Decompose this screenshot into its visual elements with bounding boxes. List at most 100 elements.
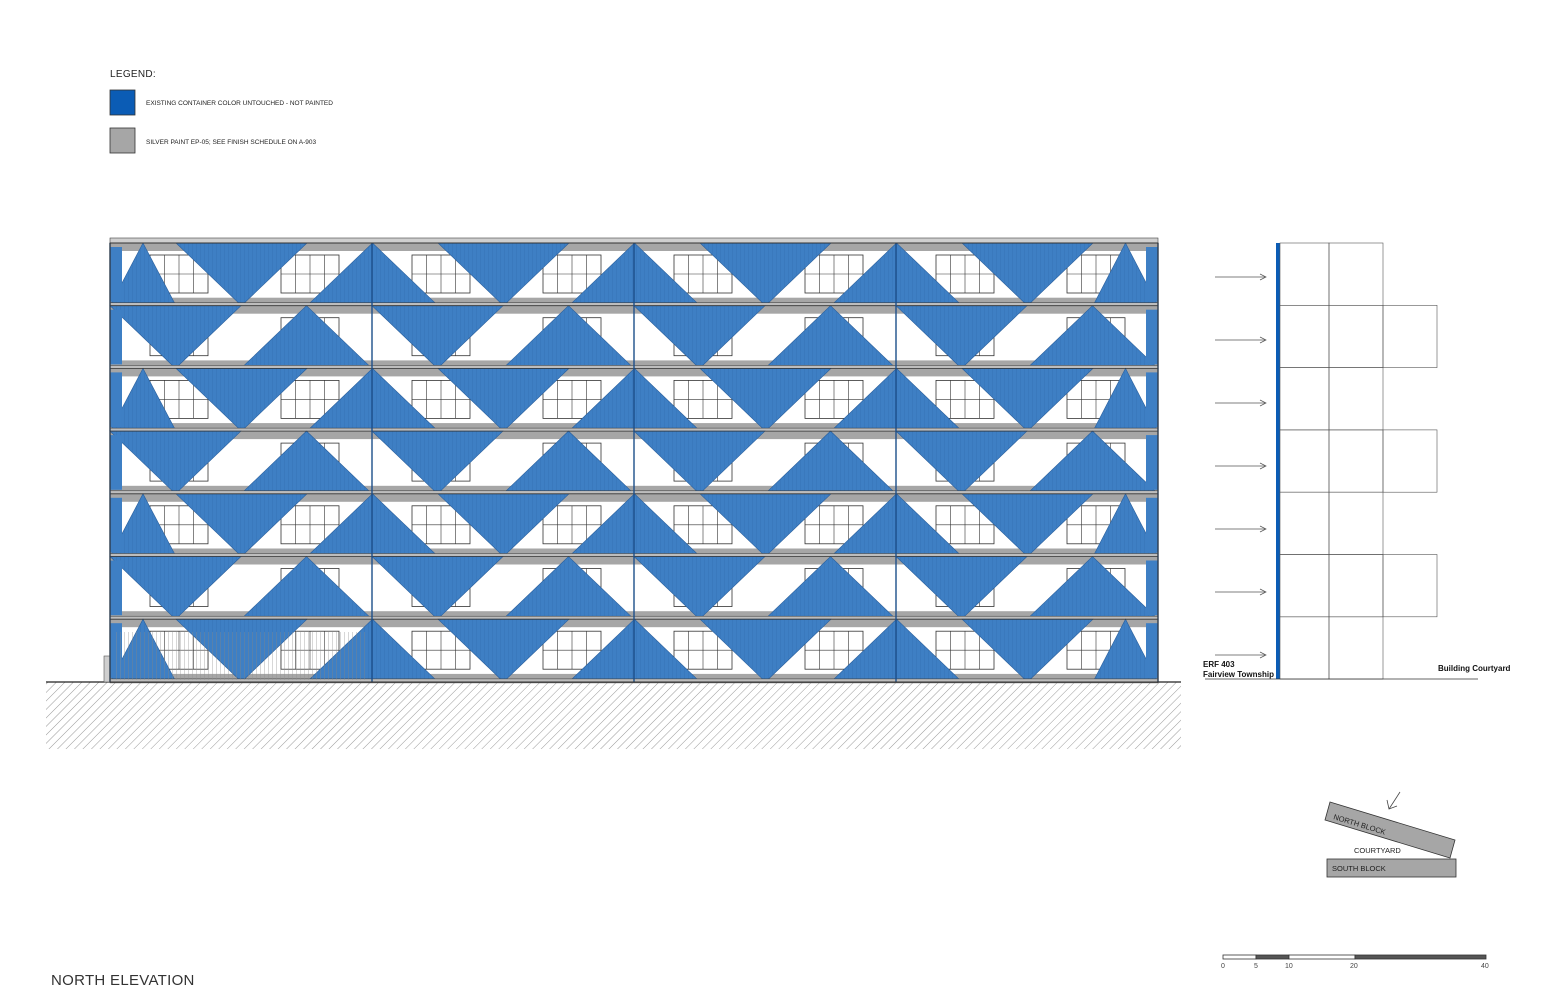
panel-ribs <box>1093 493 1158 557</box>
arrow-head <box>1259 273 1267 281</box>
section-cell <box>1382 429 1438 493</box>
panel-ribs <box>634 431 765 494</box>
legend-swatch-silver <box>109 127 136 154</box>
container-rows <box>109 242 1159 684</box>
section-right-label: Building Courtyard <box>1438 664 1511 673</box>
panel-ribs <box>176 243 307 306</box>
south-block-label: SOUTH BLOCK <box>1332 864 1386 873</box>
section-cell <box>1328 367 1384 431</box>
arrow-icon <box>1215 399 1267 407</box>
panel-ribs <box>700 493 831 557</box>
ground-hatch <box>46 682 1181 749</box>
panel-ribs <box>503 556 634 620</box>
end-strip-right <box>1146 435 1158 490</box>
courtyard-label: COURTYARD <box>1354 846 1401 855</box>
panel-ribs <box>110 368 176 432</box>
arrow-icon <box>1215 525 1267 533</box>
end-strip-left <box>110 435 122 490</box>
end-strip-right <box>1146 623 1158 678</box>
panel-ribs <box>962 368 1093 432</box>
panel-ribs <box>700 368 831 432</box>
panel-ribs <box>438 493 569 557</box>
section-cell <box>1328 616 1384 680</box>
window <box>673 254 733 294</box>
panel-ribs <box>896 305 1027 369</box>
legend-label-blue: EXISTING CONTAINER COLOR UNTOUCHED - NOT… <box>146 100 333 107</box>
scale-tick-5: 5 <box>1254 963 1258 970</box>
panel-ribs <box>634 305 765 369</box>
section-cell <box>1279 616 1330 680</box>
section-grid <box>1279 242 1438 680</box>
plinth-left <box>103 655 111 683</box>
window <box>280 505 340 545</box>
panel-ribs <box>438 368 569 432</box>
north-block-shape <box>1324 801 1456 859</box>
panel-ribs <box>962 493 1093 557</box>
end-strip-right <box>1146 497 1158 553</box>
panel-ribs <box>176 368 307 432</box>
end-strip-left <box>110 247 122 302</box>
panel-ribs <box>962 619 1093 682</box>
arrow-head <box>1259 525 1267 533</box>
section-cell <box>1279 242 1330 306</box>
south-block-shape <box>1326 858 1457 878</box>
panel-ribs <box>634 556 765 620</box>
arrow-head <box>1259 462 1267 470</box>
scale-seg-4 <box>1354 954 1487 960</box>
arrow-icon <box>1215 462 1267 470</box>
arrow-icon <box>1215 336 1267 344</box>
arrow-head <box>1259 588 1267 596</box>
panel-ribs <box>896 556 1027 620</box>
legend: LEGEND: EXISTING CONTAINER COLOR UNTOUCH… <box>109 69 333 154</box>
panel-ribs <box>110 243 176 306</box>
legend-title: LEGEND: <box>110 69 156 80</box>
panel-ribs <box>962 243 1093 306</box>
panel-ribs <box>176 493 307 557</box>
section-cell <box>1328 554 1384 618</box>
section-cell <box>1328 429 1384 493</box>
panel-ribs <box>1027 431 1158 494</box>
section-cell <box>1382 304 1438 368</box>
section-cell <box>1279 429 1330 493</box>
scale-tick-0: 0 <box>1221 963 1225 970</box>
section-cell <box>1279 367 1330 431</box>
end-strip-left <box>110 560 122 616</box>
section-cell <box>1328 304 1384 368</box>
window <box>411 254 471 294</box>
section-facade-line <box>1276 243 1280 679</box>
panel-ribs <box>1027 556 1158 620</box>
scale-seg-1 <box>1222 954 1257 960</box>
section-left-label-2: Fairview Township <box>1203 670 1274 679</box>
end-strip-left <box>110 497 122 553</box>
panel-ribs <box>110 556 241 620</box>
section-cell <box>1279 304 1330 368</box>
end-strip-right <box>1146 560 1158 616</box>
panel-ribs <box>1093 619 1158 682</box>
section-diagram: ERF 403 Fairview Township Building Court… <box>1203 242 1511 680</box>
section-cell <box>1328 242 1384 306</box>
view-arrow-icon <box>1386 791 1401 810</box>
facade <box>109 237 1159 684</box>
panel-ribs <box>372 305 503 369</box>
roof-parapet <box>109 237 1159 244</box>
scale-seg-3 <box>1288 954 1356 960</box>
container-row <box>109 430 1159 496</box>
panel-ribs <box>503 431 634 494</box>
panel-ribs <box>241 431 372 494</box>
section-left-label-1: ERF 403 <box>1203 660 1235 669</box>
scale-tick-20: 20 <box>1350 963 1358 970</box>
arrow-icon <box>1215 588 1267 596</box>
panel-ribs <box>1093 243 1158 306</box>
section-arrows <box>1215 273 1267 659</box>
window <box>935 505 995 545</box>
end-strip-left <box>110 309 122 365</box>
end-strip-right <box>1146 247 1158 302</box>
panel-ribs <box>110 305 241 369</box>
section-cell <box>1279 491 1330 555</box>
panel-ribs <box>700 619 831 682</box>
panel-ribs <box>241 305 372 369</box>
panel-ribs <box>372 431 503 494</box>
arrow-head <box>1259 336 1267 344</box>
arrow-icon <box>1215 273 1267 281</box>
